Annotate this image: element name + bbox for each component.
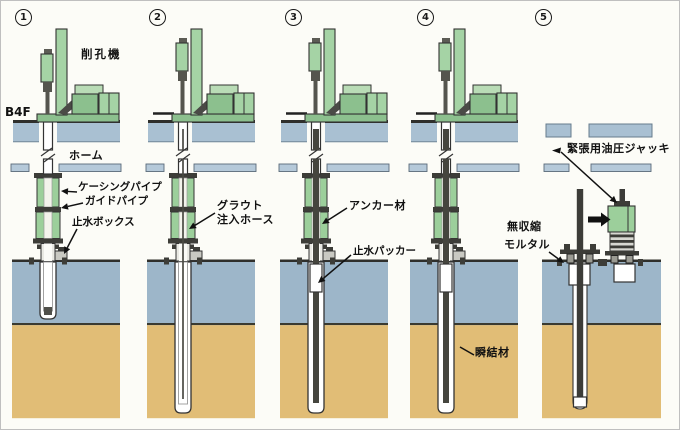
step-badge-5: 5: [535, 9, 552, 26]
label-non-shrink-mortar-line1: 無収縮: [507, 220, 542, 233]
step-badge-1: 1: [15, 9, 32, 26]
step-badge-3: 3: [285, 9, 302, 26]
label-casing-pipe: ケーシングパイプ: [78, 181, 162, 193]
label-non-shrink-mortar-line2: モルタル: [504, 238, 550, 251]
label-quick-setting-material: 瞬結材: [475, 346, 510, 359]
label-water-stop-box: 止水ボックス: [72, 216, 135, 228]
label-guide-pipe: ガイドパイプ: [85, 195, 148, 207]
label-grout-hose-line2: 注入ホース: [217, 213, 274, 226]
label-drilling-machine: 削孔機: [81, 47, 122, 61]
step-badge-4: 4: [417, 9, 434, 26]
label-tensioning-hydraulic-jack: 緊張用油圧ジャッキ: [567, 142, 670, 155]
label-grout-hose-line1: グラウト: [217, 199, 263, 212]
label-platform: ホーム: [69, 149, 104, 162]
step-badge-2: 2: [149, 9, 166, 26]
label-water-stop-packer: 止水パッカー: [353, 245, 416, 257]
label-anchor-material: アンカー材: [349, 199, 407, 212]
label-b4f-floor: B4F: [5, 105, 31, 119]
